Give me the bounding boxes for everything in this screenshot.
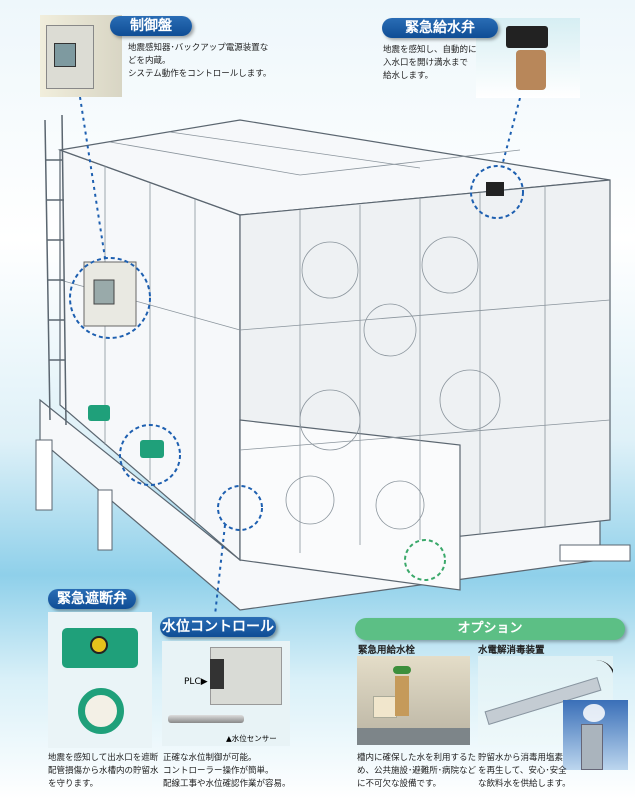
desc-line: 地震感知器･バックアップ電源装置な [128, 43, 269, 53]
desc-line: システム動作をコントロールします。 [128, 69, 272, 79]
disinfector-title: 水電解消毒装置 [478, 645, 545, 656]
supply-valve-title: 緊急給水弁 [382, 18, 498, 38]
hydrant-title: 緊急用給水栓 [358, 645, 416, 656]
shutoff-valve-photo [48, 612, 152, 748]
desc-line: に不可欠な設備です。 [357, 779, 442, 789]
desc-line: 給水します。 [383, 71, 434, 81]
desc-line: を再生して、安心･安全 [478, 766, 567, 776]
shutoff-valve-title: 緊急遮断弁 [48, 589, 136, 609]
supply-valve-desc: 地震を感知し、自動的に 入水口を開け満水まで 給水します。 [383, 44, 477, 83]
control-panel-desc: 地震感知器･バックアップ電源装置な どを内蔵。 システム動作をコントロールします… [128, 42, 271, 81]
desc-line: 地震を感知し、自動的に [383, 45, 477, 55]
desc-line: 入水口を開け満水まで [383, 58, 469, 68]
desc-line: どを内蔵。 [128, 56, 171, 66]
desc-line: コントローラー操作が簡単。 [163, 766, 274, 776]
desc-line: 配線工事や水位確認作業が容易。 [163, 779, 291, 789]
level-control-photo: PLC▶ ▲水位センサー [162, 641, 290, 746]
shutoff-valve-highlight [119, 424, 181, 486]
plc-label: PLC▶ [184, 677, 208, 687]
desc-line: 正確な水位制御が可能。 [163, 753, 257, 763]
sensor-label: ▲水位センサー [226, 734, 277, 743]
shutoff-valve-desc: 地震を感知して出水口を遮断 配管損傷から水槽内の貯留水 を守ります。 [48, 752, 159, 791]
water-tank-illustration [35, 96, 631, 616]
level-control-title: 水位コントロール [160, 617, 276, 637]
hydrant-highlight [404, 539, 446, 581]
shutoff-valve [88, 405, 110, 421]
desc-line: 配管損傷から水槽内の貯留水 [48, 766, 159, 776]
control-panel-highlight [69, 257, 151, 339]
level-control-desc: 正確な水位制御が可能。 コントローラー操作が簡単。 配線工事や水位確認作業が容易… [163, 752, 291, 791]
desc-line: を守ります。 [48, 779, 99, 789]
level-sensor-highlight [217, 485, 263, 531]
disinfector-desc: 貯留水から消毒用塩素 を再生して、安心･安全 な飲料水を供給します。 [478, 752, 571, 791]
hydrant-photo [357, 656, 470, 745]
options-bar: オプション [355, 618, 625, 640]
desc-line: め、公共施設･避難所･病院など [357, 766, 477, 776]
hydrant-desc: 槽内に確保した水を利用するた め、公共施設･避難所･病院など に不可欠な設備です… [357, 752, 476, 791]
control-panel-title: 制御盤 [110, 16, 192, 36]
desc-line: 地震を感知して出水口を遮断 [48, 753, 159, 763]
desc-line: 貯留水から消毒用塩素 [478, 753, 564, 763]
desc-line: 槽内に確保した水を利用するた [357, 753, 477, 763]
supply-valve-highlight [470, 165, 524, 219]
desc-line: な飲料水を供給します。 [478, 779, 571, 789]
disinfector-inset-photo [563, 700, 628, 770]
control-panel-photo [40, 15, 122, 97]
